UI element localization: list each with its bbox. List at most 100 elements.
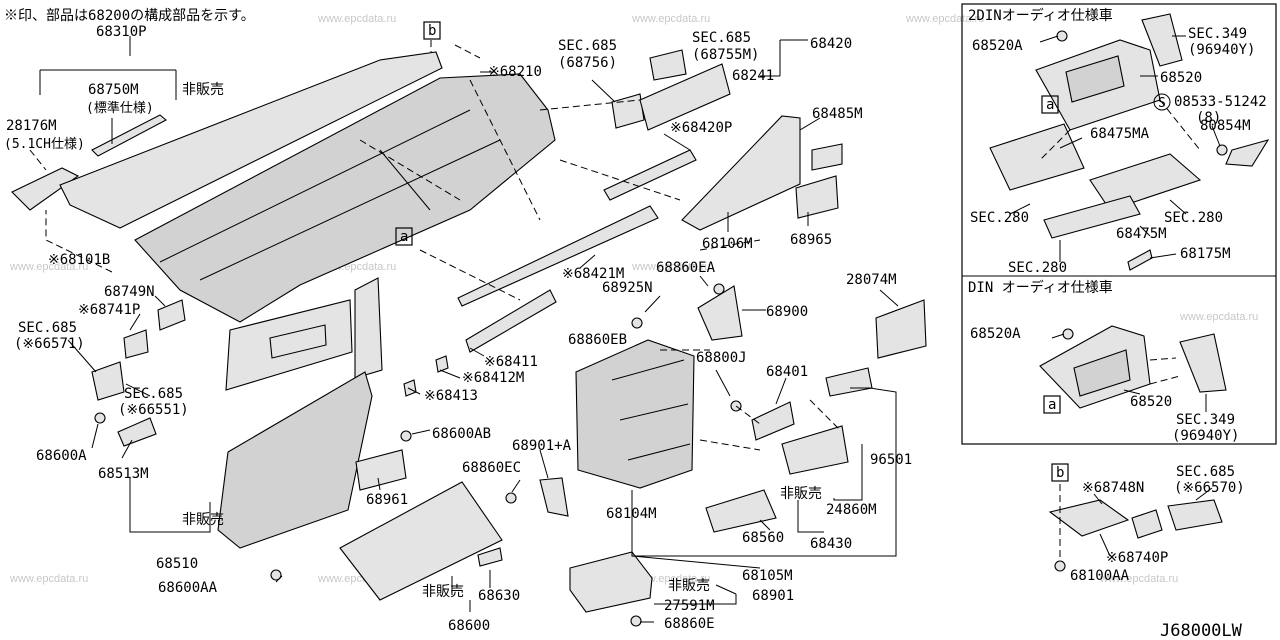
- part-label: 68750M: [88, 82, 139, 98]
- part-label: 68520A: [970, 326, 1021, 342]
- ref-a-text: a: [400, 229, 408, 245]
- screw-part: [400, 430, 412, 442]
- tray-part: [825, 367, 873, 397]
- part-label: 68925N: [602, 280, 653, 296]
- part-label: 68105M: [742, 568, 793, 584]
- not-sold-label: 非販売: [668, 578, 710, 594]
- ref-a-marker: a: [1041, 95, 1059, 114]
- bezel-opening: [1065, 55, 1125, 103]
- part-label: 28176M: [6, 118, 57, 134]
- part-label: 68401: [766, 364, 808, 380]
- inset-frame: [961, 3, 1277, 445]
- unit-bracket-part: [1089, 153, 1202, 211]
- section-label: SEC.685: [1176, 464, 1235, 480]
- part-label: 68510: [156, 556, 198, 572]
- side-cover-part: [697, 285, 743, 341]
- part-label: ※68210: [488, 64, 542, 80]
- screw-part: [505, 492, 517, 504]
- section-label: SEC.349: [1176, 412, 1235, 428]
- section-label: SEC.280: [970, 210, 1029, 226]
- section-label: (96940Y): [1172, 428, 1239, 444]
- screw-code: 08533-51242: [1174, 94, 1267, 110]
- spec-label: (標準仕様): [86, 100, 154, 116]
- clip-part: [1225, 139, 1270, 167]
- inset-2din: 2DINオーディオ仕様車 a S 68520A SEC.349 (96940Y)…: [961, 3, 1277, 445]
- part-label: 68961: [366, 492, 408, 508]
- trim-strip-part: [91, 114, 167, 157]
- part-label: 80854M: [1200, 118, 1251, 134]
- screw-symbol: [1153, 93, 1171, 111]
- not-sold-label: 非販売: [422, 584, 464, 600]
- leader-lines: [29, 36, 899, 623]
- section-label: (※66570): [1174, 480, 1245, 496]
- screw-part: [1054, 560, 1066, 572]
- part-label: ※68411: [484, 354, 538, 370]
- part-label: ※68420P: [670, 120, 732, 136]
- small-panel-part: [751, 401, 795, 441]
- bezel-part: [639, 63, 731, 131]
- bracket-part: [989, 123, 1085, 191]
- part-label: 27591M: [664, 598, 715, 614]
- part-label: 68241: [732, 68, 774, 84]
- part-label: 68430: [810, 536, 852, 552]
- spec-label: (5.1CH仕様): [4, 137, 85, 152]
- speaker-grille-part: [11, 167, 80, 211]
- part-label: 68106M: [702, 236, 753, 252]
- duct-part: [1131, 509, 1163, 539]
- bracket-part: [1043, 195, 1141, 239]
- part-label: 68560: [742, 530, 784, 546]
- part-label: ※68748N: [1082, 480, 1144, 496]
- diagram-code: J68000LW: [1160, 621, 1243, 640]
- section-label: SEC.280: [1164, 210, 1223, 226]
- duct-small-part: [157, 299, 186, 331]
- screw-qty: (8): [1196, 110, 1221, 126]
- part-label: 68860E: [664, 616, 715, 632]
- watermark-text: www.epcdata.ru: [631, 261, 710, 273]
- part-label: 68520: [1160, 70, 1202, 86]
- watermark-text: www.epcdata.ru: [1099, 573, 1178, 585]
- part-label: 68520A: [972, 38, 1023, 54]
- duct-small-part: [123, 329, 149, 359]
- part-label: 24860M: [826, 502, 877, 518]
- ref-a-text: a: [1046, 97, 1054, 113]
- lower-box-part: [569, 551, 653, 613]
- part-label: 68104M: [606, 506, 657, 522]
- lower-cover-part: [217, 371, 373, 549]
- detail-b: b SEC.685 (※66570) ※68748N ※68740P 68100…: [1048, 463, 1245, 584]
- not-sold-label: 非販売: [182, 82, 224, 98]
- clip-part: [1127, 249, 1153, 271]
- watermark-text: www.epcdata.ru: [317, 13, 396, 25]
- section-label: (※66551): [118, 402, 189, 418]
- part-label: 68600A: [36, 448, 87, 464]
- inset-title: DIN オーディオ仕様車: [968, 279, 1113, 296]
- not-sold-label: 非販売: [780, 486, 822, 502]
- part-label: 28074M: [846, 272, 897, 288]
- part-label: 68475M: [1116, 226, 1167, 242]
- part-label: 96501: [870, 452, 912, 468]
- watermark-text: www.epcdata.ru: [631, 13, 710, 25]
- clip-part: [435, 355, 449, 373]
- part-label: 68475MA: [1090, 126, 1150, 142]
- section-label: SEC.280: [1008, 260, 1067, 276]
- ashtray-part: [781, 425, 849, 475]
- part-label: 68310P: [96, 24, 147, 40]
- module-part: [875, 299, 927, 359]
- vent-duct-part: [269, 324, 327, 359]
- watermarks: www.epcdata.ru www.epcdata.ru www.epcdat…: [9, 13, 1258, 585]
- glove-box-lid-part: [339, 481, 503, 601]
- part-label: 68800J: [696, 350, 747, 366]
- main-illustration: [11, 49, 927, 627]
- vent-part: [91, 361, 125, 401]
- part-label: 68749N: [104, 284, 155, 300]
- note-text: ※印、部品は68200の構成部品を示す。: [4, 8, 255, 24]
- center-panel-part: [681, 115, 801, 231]
- ref-a-marker: a: [1043, 395, 1061, 414]
- latch-part: [477, 547, 503, 567]
- screw-symbol-letter: S: [1158, 96, 1166, 111]
- screw-part: [1216, 144, 1228, 156]
- part-label: 68513M: [98, 466, 149, 482]
- part-label: 68630: [478, 588, 520, 604]
- section-label: SEC.685: [18, 320, 77, 336]
- watermark-text: www.epcdata.ru: [9, 261, 88, 273]
